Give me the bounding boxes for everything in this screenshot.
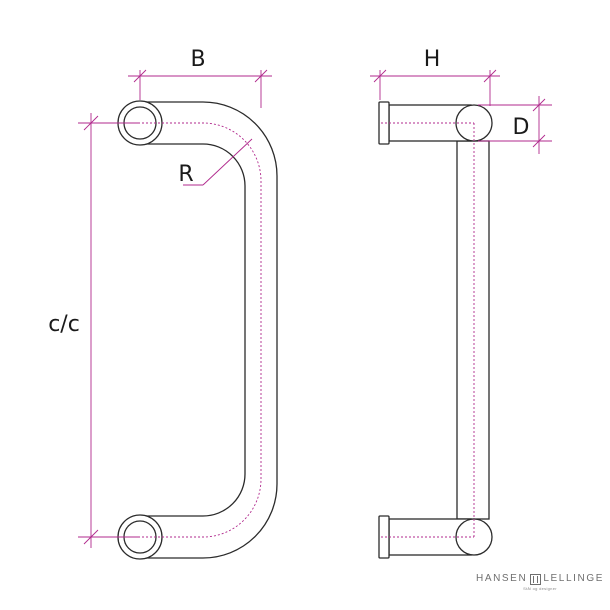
bottom-mount-plate bbox=[378, 515, 390, 559]
logo-mark-icon bbox=[529, 573, 541, 585]
cc-dimension bbox=[78, 113, 140, 548]
side-view bbox=[378, 101, 493, 559]
r-leader bbox=[183, 138, 253, 186]
front-centerline bbox=[118, 122, 262, 538]
handle-outer-outline bbox=[140, 101, 278, 559]
label-cc: c/c bbox=[48, 312, 80, 337]
label-b: B bbox=[190, 47, 205, 72]
label-d: D bbox=[513, 115, 530, 140]
side-centerlines bbox=[381, 122, 475, 538]
side-vertical-bar bbox=[456, 140, 490, 520]
h-dimension bbox=[370, 69, 500, 106]
handle-inner-outline bbox=[140, 143, 246, 517]
logo-tagline: Stål og designer bbox=[523, 586, 557, 591]
front-view bbox=[117, 100, 278, 560]
logo-word-right: LELLINGE bbox=[543, 573, 604, 584]
logo-word-left: HANSEN bbox=[476, 573, 528, 584]
b-dimension bbox=[128, 69, 272, 108]
top-mount-plate bbox=[378, 101, 390, 145]
brand-logo: HANSEN LELLINGE Stål og designer bbox=[476, 573, 604, 591]
label-h: H bbox=[424, 47, 441, 72]
label-r: R bbox=[178, 162, 193, 187]
d-dimension bbox=[478, 96, 552, 154]
